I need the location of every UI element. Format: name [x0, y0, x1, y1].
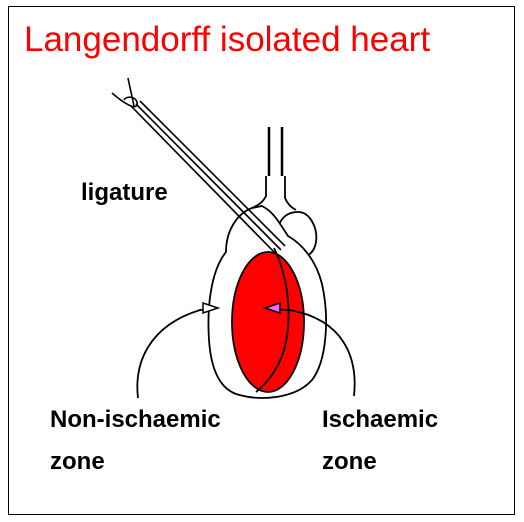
non-ischaemic-label-line1: Non-ischaemic: [50, 406, 221, 433]
non-ischaemic-leader-line: [137, 309, 213, 398]
ligature-label: ligature: [81, 179, 168, 206]
ischaemic-zone-region: [232, 252, 304, 392]
ischaemic-label-line1: Ischaemic: [322, 406, 438, 433]
diagram-title: Langendorff isolated heart: [24, 20, 430, 59]
aorta-outline: [252, 176, 296, 210]
non-ischaemic-label-line2: zone: [50, 448, 105, 475]
ligature-thread: [112, 78, 285, 254]
ischaemic-label-line2: zone: [322, 448, 377, 475]
aortic-cannula: [269, 127, 282, 176]
